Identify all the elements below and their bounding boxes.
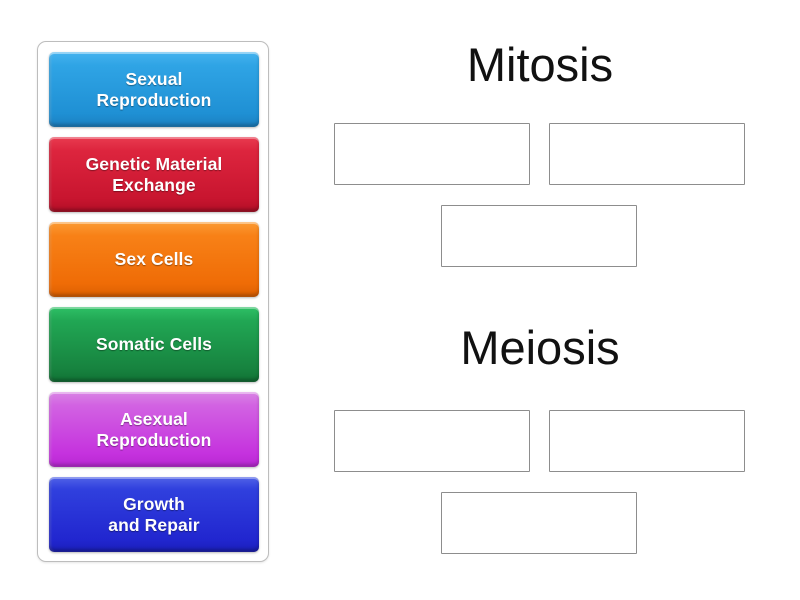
dropzone-meiosis-1[interactable] — [334, 410, 530, 472]
draggable-tile-somatic-cells[interactable]: Somatic Cells — [49, 307, 259, 382]
draggable-tile-growth-and-repair[interactable]: Growth and Repair — [49, 477, 259, 552]
draggable-tile-asexual-reproduction[interactable]: Asexual Reproduction — [49, 392, 259, 467]
draggable-tile-genetic-material-exchange[interactable]: Genetic Material Exchange — [49, 137, 259, 212]
dropzone-mitosis-2[interactable] — [549, 123, 745, 185]
dropzone-mitosis-3[interactable] — [441, 205, 637, 267]
draggable-tile-tray: Sexual Reproduction Genetic Material Exc… — [37, 41, 269, 562]
category-heading-meiosis: Meiosis — [460, 321, 620, 374]
draggable-tile-sexual-reproduction[interactable]: Sexual Reproduction — [49, 52, 259, 127]
tile-label: Sex Cells — [114, 249, 194, 269]
category-heading-mitosis: Mitosis — [466, 38, 614, 91]
tile-label: Growth and Repair — [108, 493, 200, 535]
dropzone-mitosis-1[interactable] — [334, 123, 530, 185]
dropzone-meiosis-3[interactable] — [441, 492, 637, 554]
tile-label: Asexual Reproduction — [96, 408, 212, 450]
dropzone-meiosis-2[interactable] — [549, 410, 745, 472]
draggable-tile-sex-cells[interactable]: Sex Cells — [49, 222, 259, 297]
tile-label: Somatic Cells — [95, 334, 213, 354]
tile-label: Genetic Material Exchange — [85, 153, 223, 195]
tile-label: Sexual Reproduction — [96, 68, 212, 110]
